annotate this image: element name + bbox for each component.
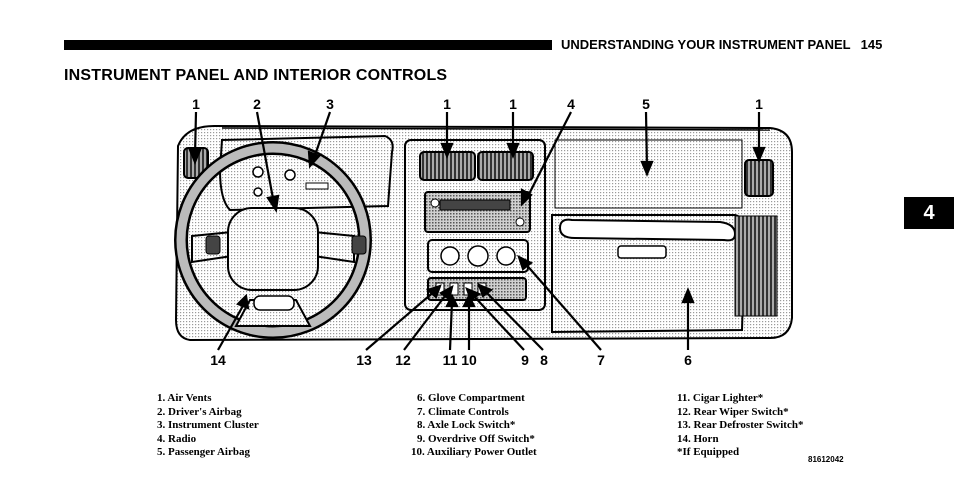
callout-bottom: 13 [356,352,372,368]
legend-item: 10. Auxiliary Power Outlet [411,446,537,458]
callout-top: 1 [509,96,517,112]
legend-footnote: *If Equipped [677,446,740,458]
callout-bottom: 6 [684,352,692,368]
header-section: UNDERSTANDING YOUR INSTRUMENT PANEL [561,37,851,52]
radio [424,191,531,233]
callout-bottom: 9 [521,352,529,368]
callout-bottom: 14 [210,352,226,368]
legend-item: 13. Rear Defroster Switch* [677,419,804,431]
callout-bottom: 7 [597,352,605,368]
page-title: INSTRUMENT PANEL AND INTERIOR CONTROLS [64,67,448,84]
legend-item: 8. Axle Lock Switch* [417,419,516,431]
legend-item: 3. Instrument Cluster [157,419,259,431]
legend-column-2: 6. Glove Compartment 7. Climate Controls… [411,392,537,460]
running-header: UNDERSTANDING YOUR INSTRUMENT PANEL 145 [561,37,882,52]
callout-bottom: 11 [442,352,458,368]
center-vent-right [477,151,534,181]
legend-item: 6. Glove Compartment [417,392,525,404]
callout-top: 1 [443,96,451,112]
legend-column-3: 11. Cigar Lighter* 12. Rear Wiper Switch… [677,392,803,460]
legend-item: 1. Air Vents [157,392,212,404]
callout-top: 4 [567,96,575,112]
callout-bottom: 8 [540,352,548,368]
grab-handle [558,218,737,242]
driver-airbag [227,207,319,291]
legend-item: 5. Passenger Airbag [157,446,250,458]
callout-top: 1 [755,96,763,112]
callout-top: 5 [642,96,650,112]
legend-item: 2. Driver's Airbag [157,405,242,418]
figure-id: 81612042 [808,455,844,464]
callout-leaders-bottom [217,254,695,351]
right-outer-vent [744,159,774,197]
legend-item: 11. Cigar Lighter* [677,392,764,404]
legend-item: 4. Radio [157,432,197,445]
header-rule [64,40,552,50]
horn-pad [253,295,295,311]
callout-top: 1 [192,96,200,112]
glove-latch [617,245,667,259]
legend-item: 12. Rear Wiper Switch* [677,405,789,418]
page-number: 145 [860,37,883,52]
passenger-airbag-panel [554,139,743,209]
legend-item: 9. Overdrive Off Switch* [417,432,535,445]
callout-top: 2 [253,96,261,112]
legend-item: 7. Climate Controls [417,405,509,418]
legend-item: 14. Horn [677,432,719,445]
callout-leaders-top [188,111,766,214]
chapter-tab: 4 [904,197,954,229]
legend-column-1: 1. Air Vents 2. Driver's Airbag 3. Instr… [157,392,259,460]
callout-bottom: 10 [461,352,477,368]
callout-top: 3 [326,96,334,112]
callout-bottom: 12 [395,352,411,368]
